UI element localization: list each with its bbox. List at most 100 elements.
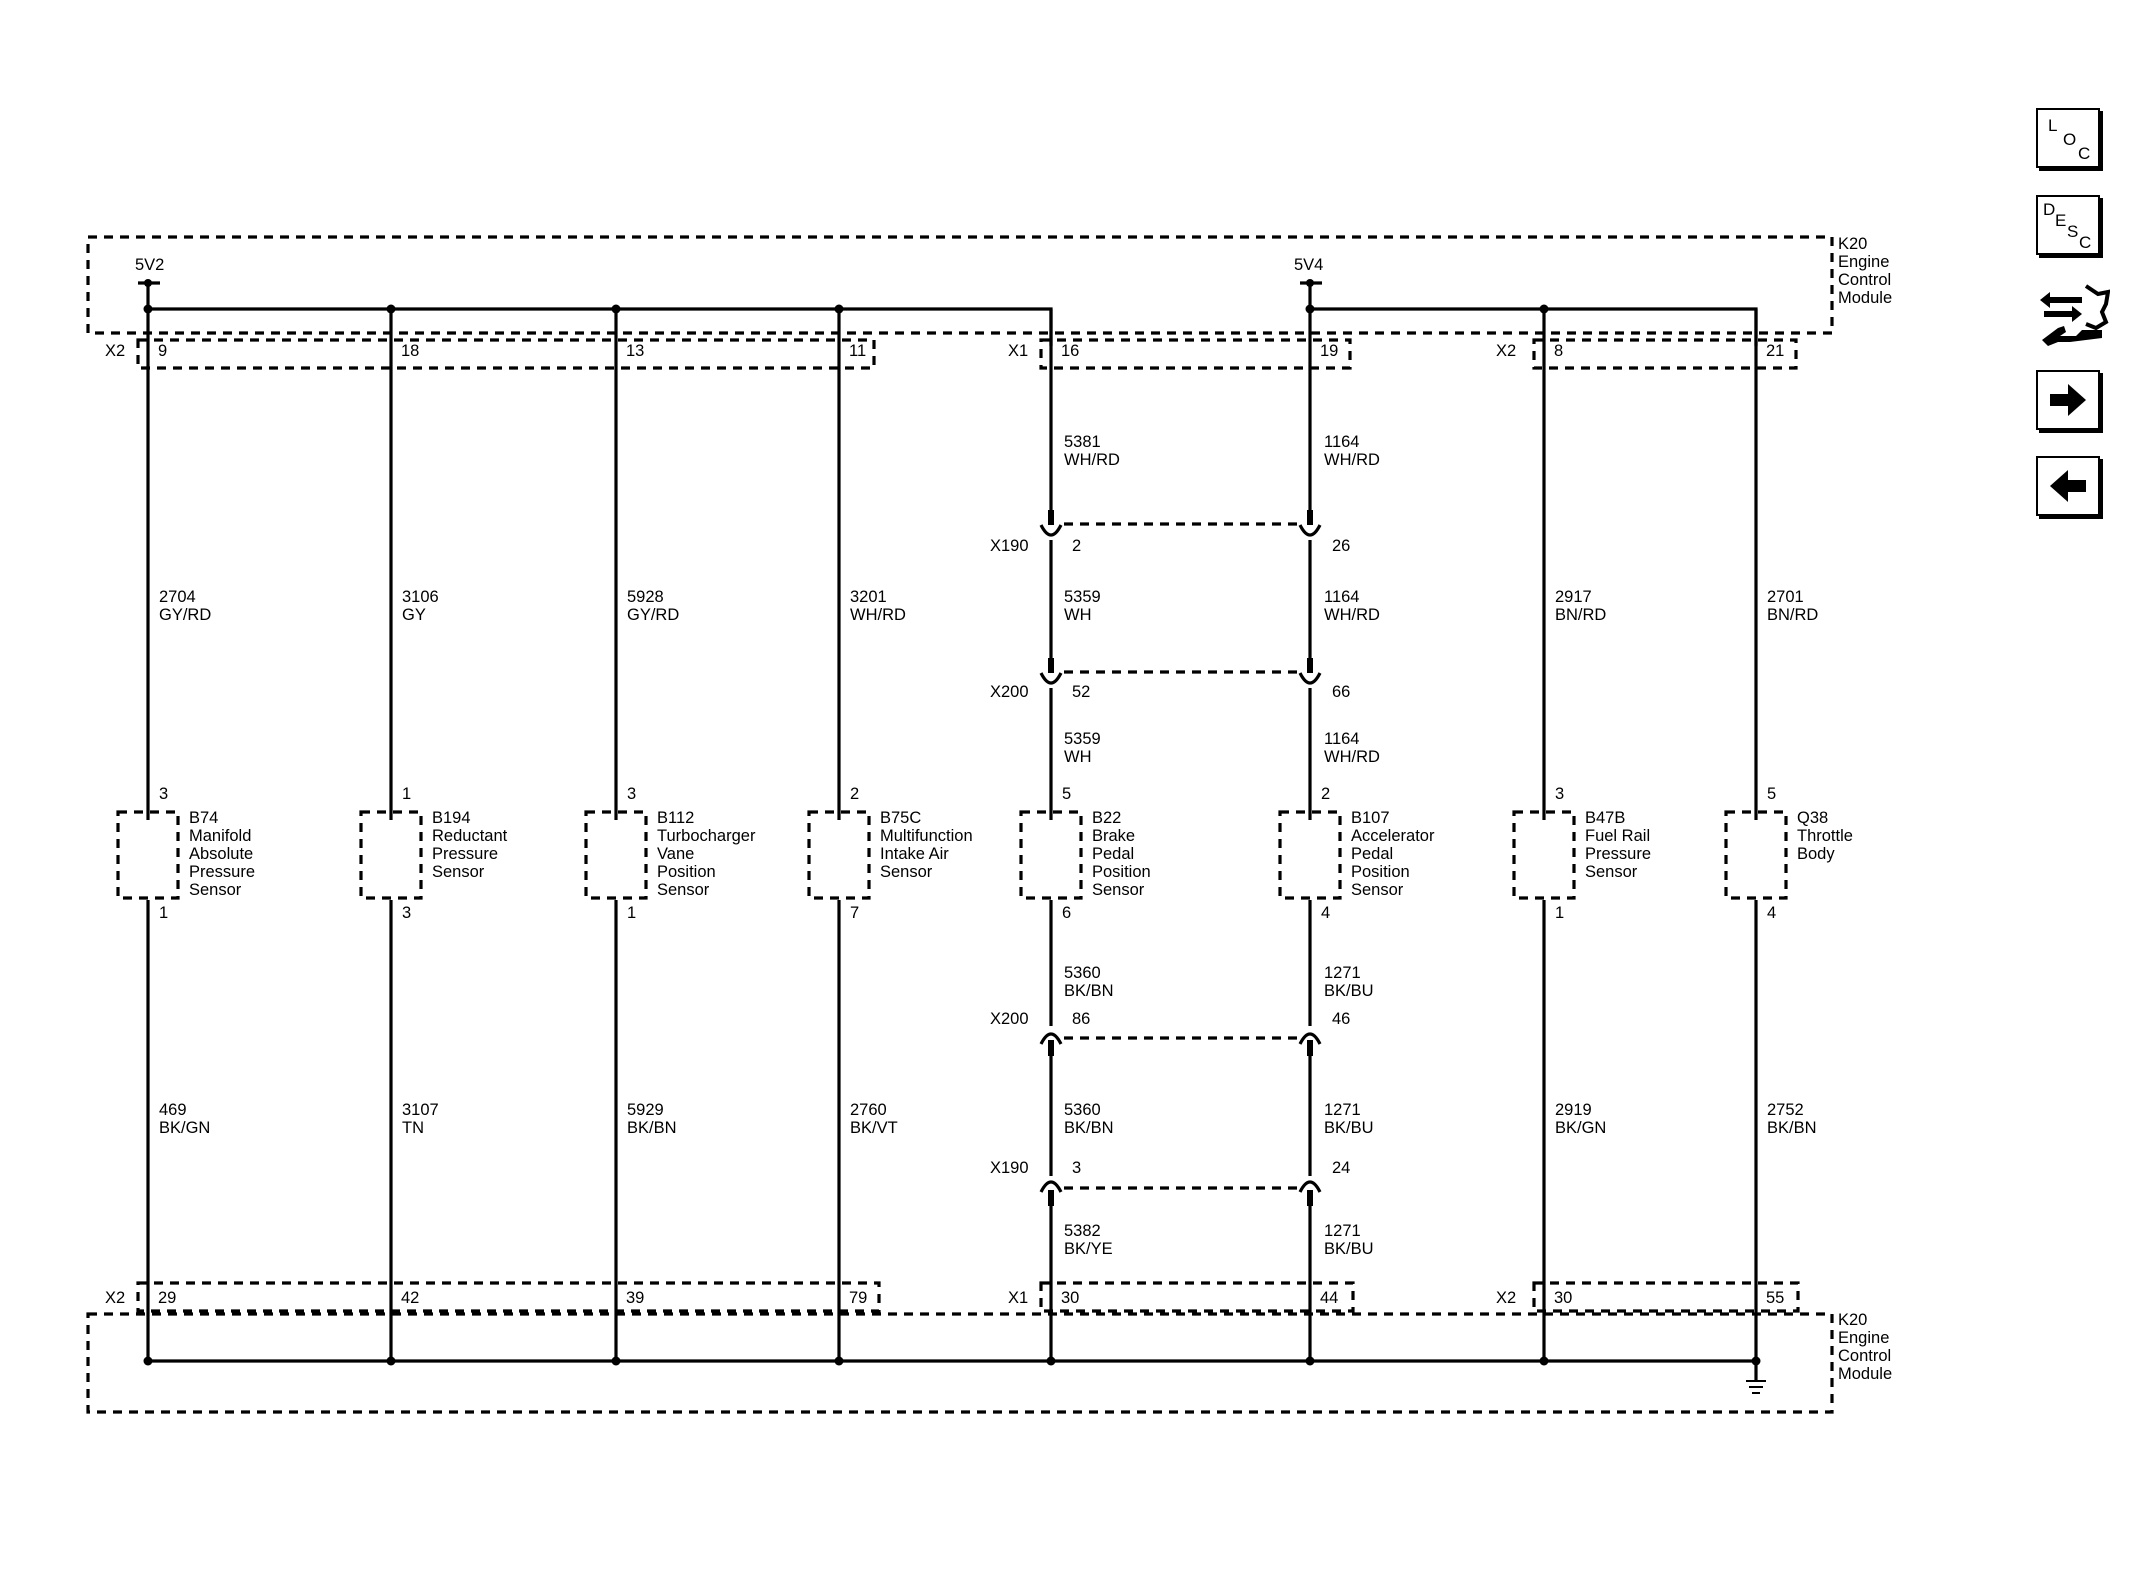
wire-label-q38-bottom: 2752 BK/BN [1767, 1101, 1817, 1137]
desc-letter-s: S [2067, 222, 2079, 241]
5v4-label: 5V4 [1294, 256, 1323, 274]
b22-pin-top: 5 [1062, 785, 1071, 803]
svg-text:Sensor: Sensor [1585, 863, 1638, 881]
svg-text:B112: B112 [657, 809, 694, 827]
system-connector-button[interactable] [2036, 278, 2111, 348]
wire-label-b194-bottom: 3107 TN [402, 1101, 439, 1137]
inline-connector-x190-bottom [1039, 1180, 1322, 1206]
svg-text:Position: Position [1092, 863, 1151, 881]
svg-text:Brake: Brake [1092, 827, 1135, 845]
svg-text:Pressure: Pressure [432, 845, 498, 863]
svg-text:Position: Position [1351, 863, 1410, 881]
svg-text:Sensor: Sensor [1092, 881, 1145, 899]
svg-text:Pressure: Pressure [1585, 845, 1651, 863]
svg-text:5382: 5382 [1064, 1222, 1101, 1240]
svg-text:Fuel Rail: Fuel Rail [1585, 827, 1650, 845]
svg-text:Manifold: Manifold [189, 827, 251, 845]
x190-top-pin-left: 2 [1072, 537, 1081, 555]
connector-x2-bottom-b [1532, 1281, 1800, 1313]
k20-bottom-label-3: Control [1838, 1347, 1891, 1365]
pin-bottom-30-x2: 30 [1554, 1289, 1572, 1307]
svg-text:BK/BU: BK/BU [1324, 1240, 1374, 1258]
pin-top-19: 19 [1320, 342, 1338, 360]
svg-text:Absolute: Absolute [189, 845, 253, 863]
5v2-reference [138, 279, 160, 309]
svg-text:1271: 1271 [1324, 964, 1361, 982]
wire-label-b75c-top: 3201 WH/RD [850, 588, 906, 624]
svg-text:TN: TN [402, 1119, 424, 1137]
sensor-box-b107 [1278, 810, 1342, 900]
next-button[interactable] [2036, 370, 2100, 430]
svg-text:BK/BU: BK/BU [1324, 1119, 1374, 1137]
svg-text:Pedal: Pedal [1092, 845, 1134, 863]
x190-top-label: X190 [990, 537, 1029, 555]
b47b-pin-bottom: 1 [1555, 904, 1564, 922]
desc-letter-d: D [2043, 200, 2056, 219]
svg-text:3106: 3106 [402, 588, 439, 606]
x200-top-pin-left: 52 [1072, 683, 1090, 701]
svg-text:Turbocharger: Turbocharger [657, 827, 756, 845]
pin-top-11: 11 [849, 342, 866, 360]
svg-text:Body: Body [1797, 845, 1835, 863]
svg-text:5381: 5381 [1064, 433, 1101, 451]
loc-letter-o: O [2063, 130, 2077, 149]
svg-text:2701: 2701 [1767, 588, 1804, 606]
desc-button[interactable]: D E S C [2036, 195, 2100, 255]
sensor-box-q38 [1724, 810, 1788, 900]
inline-connector-x200-bottom [1039, 1032, 1322, 1056]
previous-button[interactable] [2036, 456, 2100, 516]
connector-x2-top-b [1532, 338, 1798, 370]
pin-bottom-55: 55 [1766, 1289, 1784, 1307]
x190-bottom-label: X190 [990, 1159, 1029, 1177]
wire-label-b75c-bottom: 2760 BK/VT [850, 1101, 898, 1137]
svg-text:Throttle: Throttle [1797, 827, 1853, 845]
connector-x1-bottom [1039, 1281, 1355, 1313]
b47b-pin-top: 3 [1555, 785, 1564, 803]
k20-bottom-label-1: K20 [1838, 1311, 1867, 1329]
svg-text:GY/RD: GY/RD [627, 606, 679, 624]
svg-text:BK/GN: BK/GN [159, 1119, 210, 1137]
pin-bottom-79: 79 [849, 1289, 867, 1307]
k20-bottom-label-4: Module [1838, 1365, 1892, 1383]
svg-text:BN/RD: BN/RD [1767, 606, 1818, 624]
wire-label-b107-5: 1271 BK/BU [1324, 1101, 1374, 1137]
sensor-box-b194 [359, 810, 423, 900]
svg-text:GY/RD: GY/RD [159, 606, 211, 624]
svg-text:1271: 1271 [1324, 1222, 1361, 1240]
svg-text:WH: WH [1064, 606, 1092, 624]
svg-text:5359: 5359 [1064, 588, 1101, 606]
pin-top-18: 18 [401, 342, 419, 360]
pin-top-8: 8 [1554, 342, 1563, 360]
connector-x2-top-a [136, 338, 876, 370]
connector-x2-top-a-label: X2 [105, 342, 125, 360]
sensor-label-b112: B112 Turbocharger Vane Position Sensor [657, 809, 756, 899]
svg-text:Sensor: Sensor [432, 863, 485, 881]
pin-bottom-30-x1: 30 [1061, 1289, 1079, 1307]
connector-x1-top [1039, 338, 1352, 370]
q38-pin-top: 5 [1767, 785, 1776, 803]
svg-text:WH/RD: WH/RD [1324, 606, 1380, 624]
svg-text:B47B: B47B [1585, 809, 1625, 827]
wire-label-b112-bottom: 5929 BK/BN [627, 1101, 677, 1137]
svg-text:B74: B74 [189, 809, 218, 827]
pin-top-16: 16 [1061, 342, 1079, 360]
q38-pin-bottom: 4 [1767, 904, 1776, 922]
pin-top-13: 13 [626, 342, 644, 360]
svg-text:BN/RD: BN/RD [1555, 606, 1606, 624]
wire-label-b107-3: 1164 WH/RD [1324, 730, 1380, 766]
b74-pin-bottom: 1 [159, 904, 168, 922]
loc-button[interactable]: L O C [2036, 108, 2100, 168]
svg-text:BK/VT: BK/VT [850, 1119, 898, 1137]
svg-text:BK/BN: BK/BN [627, 1119, 677, 1137]
pin-bottom-42: 42 [401, 1289, 419, 1307]
wire-label-b22-6: 5382 BK/YE [1064, 1222, 1113, 1258]
pin-bottom-39: 39 [626, 1289, 644, 1307]
b74-pin-top: 3 [159, 785, 168, 803]
sensor-label-q38: Q38 Throttle Body [1797, 809, 1853, 863]
x200-top-label: X200 [990, 683, 1029, 701]
b22-pin-bottom: 6 [1062, 904, 1071, 922]
wire-label-b107-2: 1164 WH/RD [1324, 588, 1380, 624]
wire-label-b47b-top: 2917 BN/RD [1555, 588, 1606, 624]
sensor-label-b74: B74 Manifold Absolute Pressure Sensor [189, 809, 255, 899]
svg-text:Q38: Q38 [1797, 809, 1828, 827]
